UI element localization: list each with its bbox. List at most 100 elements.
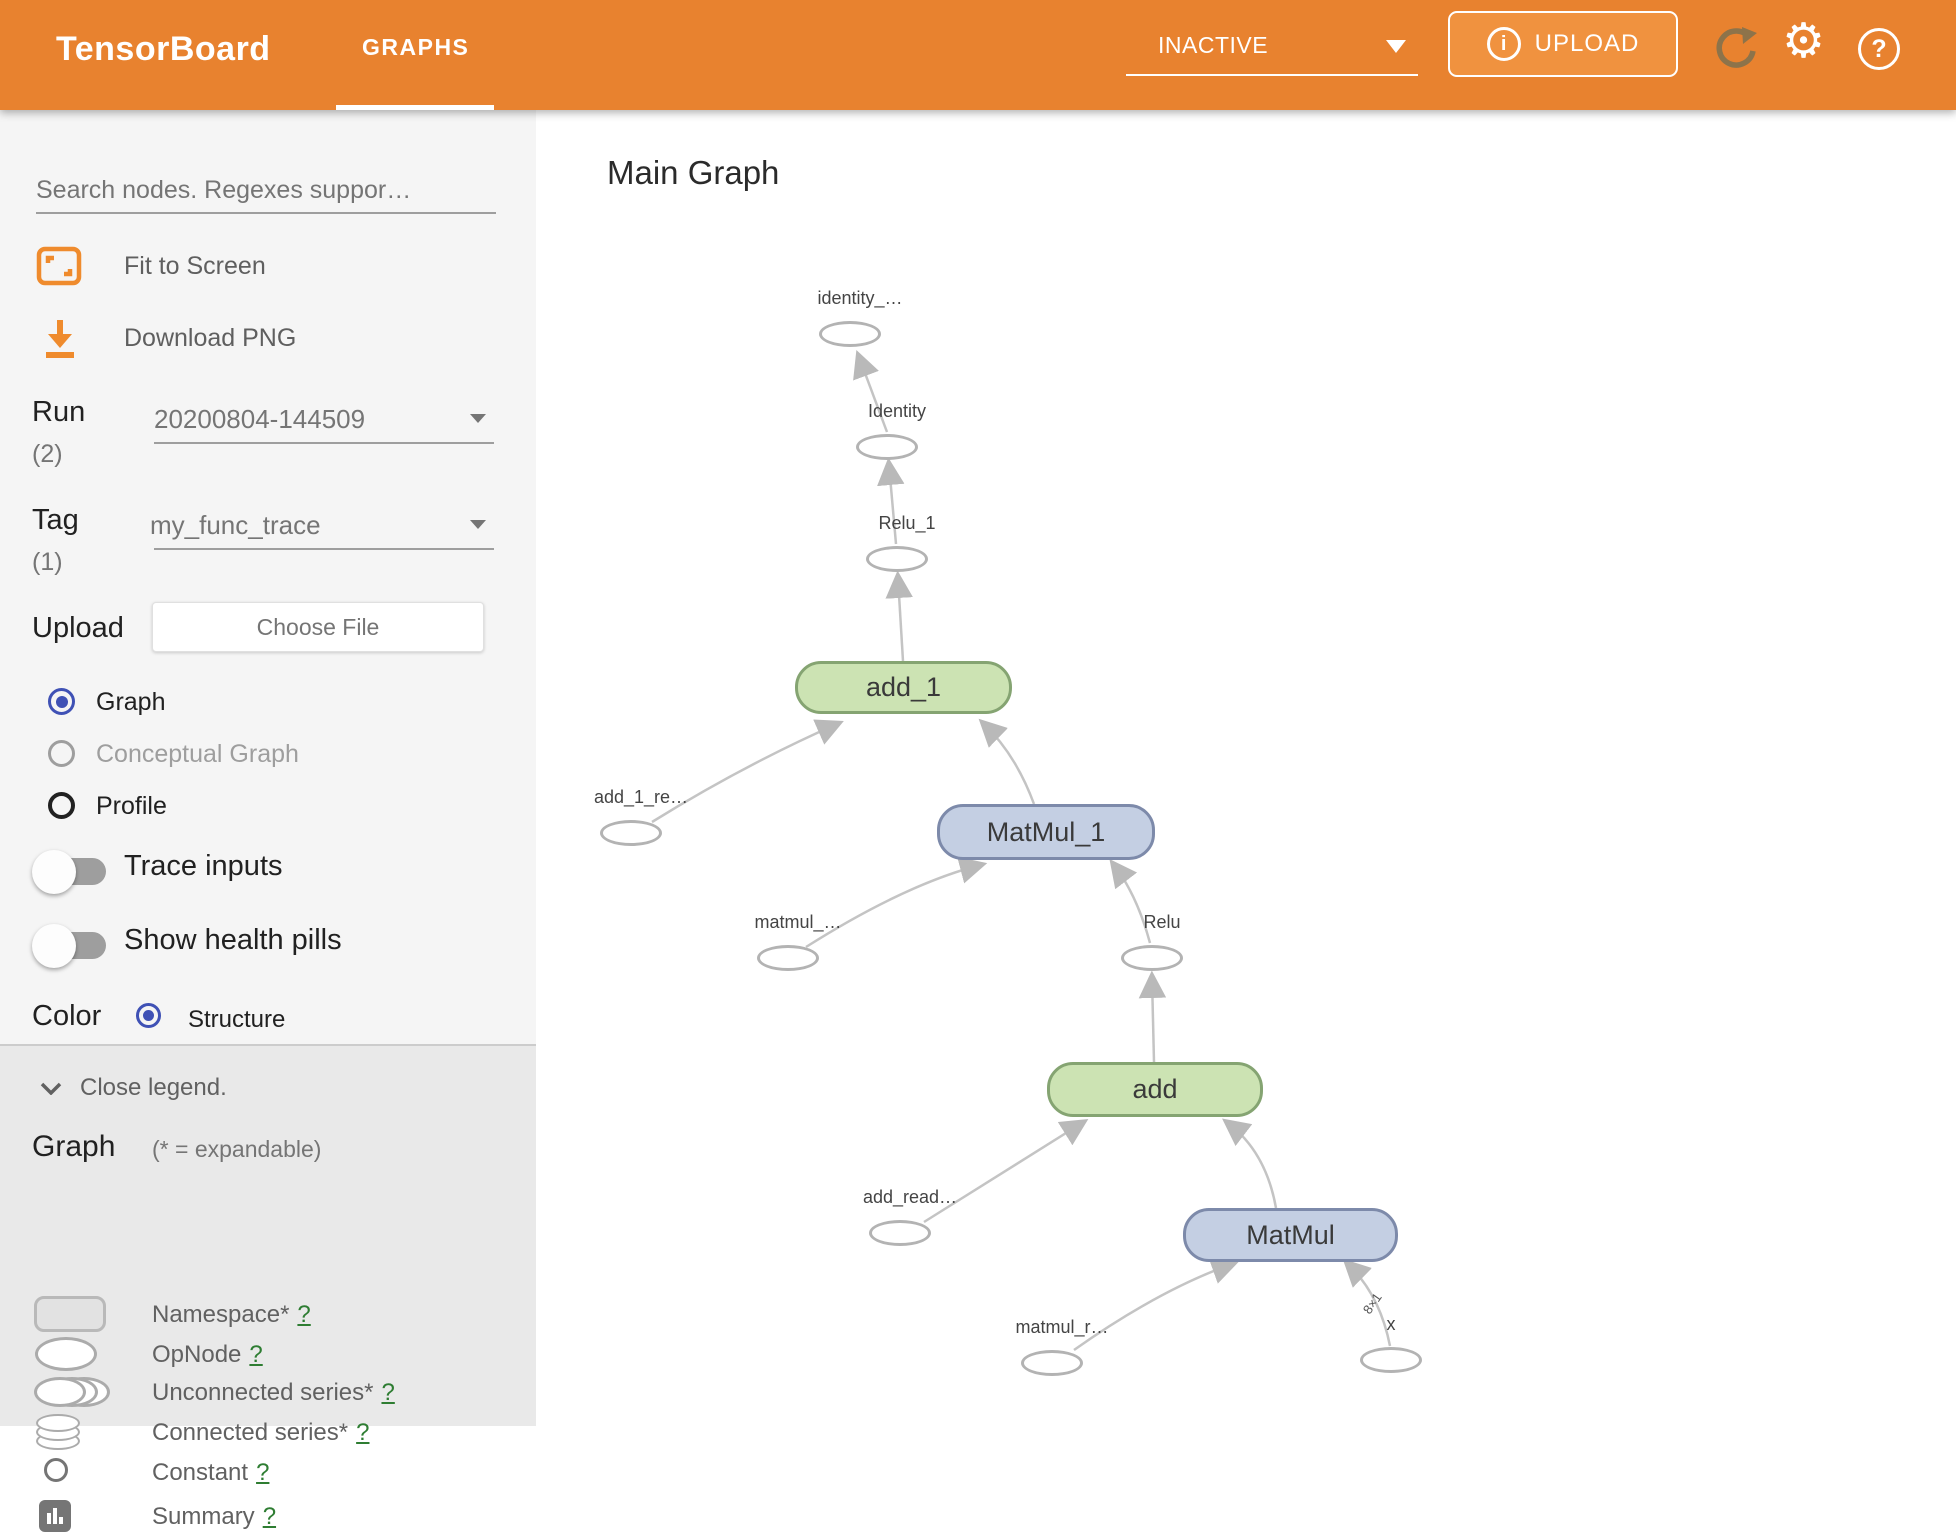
edge-identity-to-identityout <box>853 349 889 433</box>
view-option-conceptual: Conceptual Graph <box>0 736 536 776</box>
graph-canvas[interactable]: Main Graph 8×1 identity_… Identity Relu_… <box>536 110 1956 1426</box>
legend-opnode-label: OpNode <box>152 1341 242 1368</box>
edge-add1re-to-add1 <box>651 719 844 824</box>
edge-matmul1-to-add1 <box>978 718 1036 805</box>
choose-file-button[interactable]: Choose File <box>152 602 484 652</box>
node-label-relu-1: Relu_1 <box>878 513 936 533</box>
legend-connected-series-label: Connected series* <box>152 1419 349 1446</box>
legend-item-namespace: Namespace*? <box>0 1296 536 1336</box>
show-health-pills-label[interactable]: Show health pills <box>124 924 342 956</box>
node-matmul-read[interactable] <box>757 945 819 971</box>
status-dropdown-arrow-icon[interactable] <box>1386 40 1406 53</box>
tag-dropdown-underline <box>154 548 494 550</box>
edge-add-to-relu <box>1138 970 1167 1063</box>
legend-item-connected-series: Connected series*? <box>0 1412 536 1452</box>
legend-unconnected-series-label: Unconnected series* <box>152 1379 374 1406</box>
color-structure-label[interactable]: Structure <box>188 1006 286 1033</box>
legend-summary-help-link[interactable]: ? <box>262 1503 277 1530</box>
legend-item-unconnected-series: Unconnected series*? <box>0 1374 536 1414</box>
close-legend-button[interactable]: Close legend. <box>40 1074 227 1102</box>
download-png-label: Download PNG <box>124 324 297 352</box>
legend-namespace-help-link[interactable]: ? <box>297 1301 311 1328</box>
run-dropdown-underline <box>154 442 494 444</box>
edge-addread-to-add <box>923 1119 1089 1224</box>
upload-file-label: Upload <box>32 612 124 644</box>
graph-title: Main Graph <box>607 154 780 191</box>
namespace-shape-icon <box>34 1296 106 1332</box>
node-x[interactable] <box>1360 1347 1422 1373</box>
radio-color-structure[interactable] <box>136 1003 161 1028</box>
status-dropdown[interactable]: INACTIVE <box>1158 32 1420 76</box>
tag-dropdown-arrow-icon[interactable] <box>470 520 486 529</box>
node-identity[interactable] <box>856 434 918 460</box>
radio-graph[interactable] <box>48 688 75 715</box>
fit-to-screen-label: Fit to Screen <box>124 252 266 280</box>
summary-shape-icon <box>39 1500 71 1532</box>
app-header: TensorBoard GRAPHS INACTIVE i UPLOAD ⚙ ? <box>0 0 1956 110</box>
legend-constant-label: Constant <box>152 1459 249 1486</box>
edge-matmulr-to-matmul <box>1073 1257 1240 1352</box>
opnode-shape-icon <box>35 1337 97 1371</box>
node-add-1-re[interactable] <box>600 820 662 846</box>
radio-graph-label[interactable]: Graph <box>96 688 166 716</box>
radio-conceptual-graph-label[interactable]: Conceptual Graph <box>96 740 299 768</box>
fit-to-screen-button[interactable]: Fit to Screen <box>0 244 536 292</box>
refresh-icon[interactable] <box>1712 24 1760 76</box>
legend-connected-series-help-link[interactable]: ? <box>356 1419 370 1446</box>
legend-item-summary: Summary? <box>0 1498 536 1538</box>
info-icon: i <box>1486 27 1521 61</box>
chevron-down-icon <box>40 1082 62 1095</box>
node-label-matmul-read: matmul_… <box>754 912 842 932</box>
node-add[interactable]: add <box>1047 1062 1263 1117</box>
app-title: TensorBoard <box>56 30 271 68</box>
radio-conceptual-graph[interactable] <box>48 740 75 767</box>
tag-count: (1) <box>32 548 63 576</box>
status-dropdown-underline <box>1126 74 1418 76</box>
view-option-graph: Graph <box>0 684 536 724</box>
settings-gear-icon[interactable]: ⚙ <box>1782 15 1826 68</box>
show-health-pills-toggle[interactable] <box>32 924 106 968</box>
download-png-button[interactable]: Download PNG <box>0 316 536 364</box>
tag-dropdown[interactable]: my_func_trace <box>150 510 321 540</box>
node-relu-1[interactable] <box>866 546 928 572</box>
constant-shape-icon <box>44 1458 68 1482</box>
radio-profile-label[interactable]: Profile <box>96 792 167 820</box>
tab-graphs[interactable]: GRAPHS <box>362 34 470 60</box>
help-icon[interactable]: ? <box>1858 28 1900 70</box>
edge-add1-to-relu1 <box>885 570 913 662</box>
legend-heading: Graph <box>32 1130 116 1163</box>
legend-namespace-label: Namespace* <box>152 1301 290 1328</box>
node-label-identity-out: identity_… <box>817 288 903 308</box>
node-matmul-r[interactable] <box>1021 1350 1083 1376</box>
radio-profile[interactable] <box>48 792 75 819</box>
node-label-x: x <box>1386 1314 1396 1334</box>
node-add-read[interactable] <box>869 1220 931 1246</box>
node-identity-out[interactable] <box>819 321 881 347</box>
node-matmul-1[interactable]: MatMul_1 <box>937 804 1155 860</box>
node-label-add-read: add_read… <box>862 1187 958 1207</box>
connected-series-shape-icon-top <box>36 1414 80 1432</box>
edge-relu-to-matmul1 <box>1109 859 1152 944</box>
legend-heading-note: (* = expandable) <box>152 1136 322 1162</box>
trace-inputs-label[interactable]: Trace inputs <box>124 850 283 882</box>
run-count: (2) <box>32 440 63 468</box>
search-input[interactable] <box>36 168 496 214</box>
trace-inputs-row: Trace inputs <box>0 842 536 898</box>
edge-x-to-matmul <box>1342 1258 1392 1347</box>
show-health-pills-toggle-thumb <box>32 924 76 968</box>
sidebar: Fit to Screen Download PNG Run (2) 20200… <box>0 110 536 1532</box>
tab-active-underline <box>336 105 494 110</box>
status-dropdown-value: INACTIVE <box>1158 32 1269 58</box>
view-option-profile: Profile <box>0 788 536 828</box>
run-dropdown-arrow-icon[interactable] <box>470 414 486 423</box>
legend-summary-label: Summary <box>152 1503 255 1530</box>
legend-constant-help-link[interactable]: ? <box>256 1459 270 1486</box>
legend-opnode-help-link[interactable]: ? <box>249 1341 263 1368</box>
node-add-1[interactable]: add_1 <box>795 661 1012 714</box>
run-dropdown[interactable]: 20200804-144509 <box>154 404 366 434</box>
legend-unconnected-series-help-link[interactable]: ? <box>381 1379 395 1406</box>
upload-button[interactable]: i UPLOAD <box>1448 11 1678 77</box>
node-matmul[interactable]: MatMul <box>1183 1208 1398 1262</box>
node-relu[interactable] <box>1121 945 1183 971</box>
trace-inputs-toggle[interactable] <box>32 850 106 894</box>
